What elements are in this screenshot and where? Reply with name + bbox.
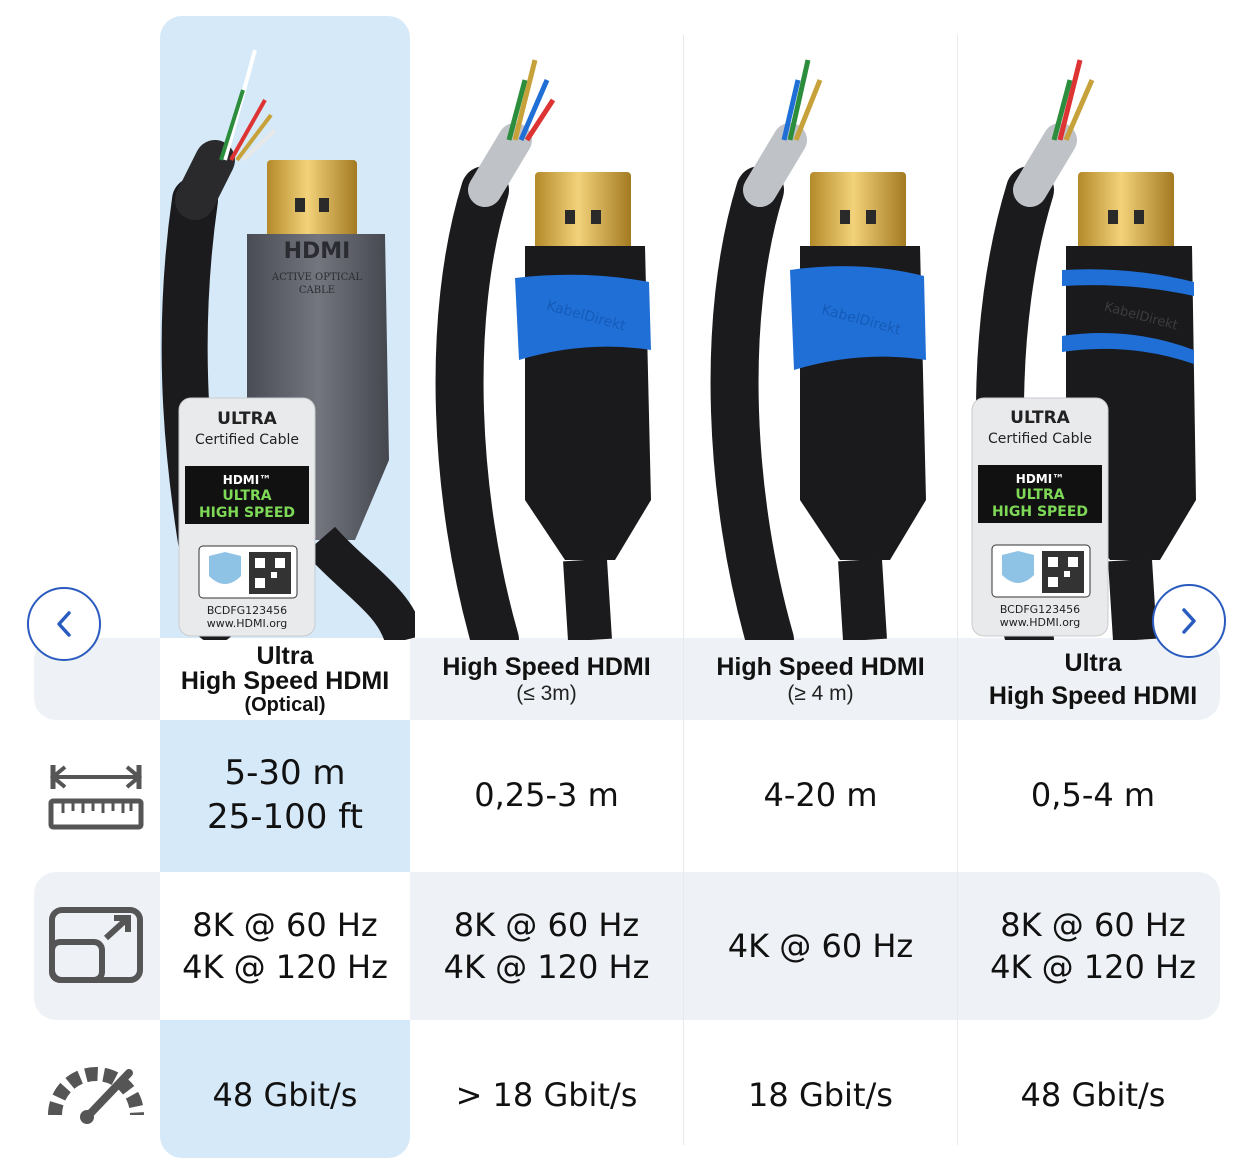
column-title-line2: High Speed HDMI — [180, 667, 390, 695]
resolution-value-high-speed-short: 8K @ 60 Hz 4K @ 120 Hz — [443, 906, 650, 986]
product-image-ultra: KabelDirekt ULTRA Certified Cable HDMI™ … — [960, 20, 1220, 640]
column-header-high-speed-long: High Speed HDMI (≥ 4 m) — [684, 642, 957, 718]
resolution-value-ultra: 8K @ 60 Hz 4K @ 120 Hz — [990, 906, 1196, 986]
certification-badge: ULTRA Certified Cable HDMI™ ULTRA HIGH S… — [971, 397, 1109, 637]
length-value-high-speed-short: 0,25-3 m — [474, 776, 619, 814]
resolution-value-high-speed-long: 4K @ 60 Hz — [727, 927, 914, 965]
svg-text:HDMI™: HDMI™ — [1016, 472, 1064, 486]
svg-text:Certified Cable: Certified Cable — [195, 432, 299, 448]
speedometer-icon — [46, 1040, 146, 1150]
bandwidth-value-ultra: 48 Gbit/s — [1020, 1076, 1166, 1114]
certification-badge: ULTRA Certified Cable HDMI™ ULTRA HIGH S… — [178, 397, 316, 637]
svg-text:ULTRA: ULTRA — [217, 409, 278, 429]
length-value-ultra: 0,5-4 m — [1030, 776, 1156, 814]
svg-text:BCDFG123456: BCDFG123456 — [1000, 603, 1080, 616]
column-divider — [683, 35, 684, 1145]
column-title: High Speed HDMI — [442, 652, 651, 681]
bandwidth-value-high-speed-long: 18 Gbit/s — [748, 1076, 893, 1114]
ruler-length-icon — [46, 740, 146, 850]
svg-text:HDMI™: HDMI™ — [223, 473, 271, 487]
highlight-resolution-cell — [160, 872, 410, 1020]
resolution-value-optical: 8K @ 60 Hz 4K @ 120 Hz — [182, 906, 388, 986]
svg-text:ULTRA: ULTRA — [1010, 408, 1071, 428]
product-image-high-speed-long: KabelDirekt — [690, 20, 950, 640]
highlight-header-cell — [160, 638, 410, 720]
bandwidth-value-high-speed-short: > 18 Gbit/s — [455, 1076, 638, 1114]
svg-text:www.HDMI.org: www.HDMI.org — [1000, 616, 1081, 629]
column-header-ultra: Ultra High Speed HDMI — [958, 642, 1228, 718]
svg-text:BCDFG123456: BCDFG123456 — [207, 604, 287, 617]
column-title: Ultra — [256, 642, 314, 670]
length-value-high-speed-long: 4-20 m — [763, 776, 878, 814]
chevron-left-icon — [57, 611, 71, 637]
svg-text:HIGH SPEED: HIGH SPEED — [992, 504, 1088, 520]
svg-text:www.HDMI.org: www.HDMI.org — [207, 617, 288, 630]
column-title: High Speed HDMI — [716, 652, 925, 681]
chevron-right-icon — [1182, 608, 1196, 634]
column-header-high-speed-short: High Speed HDMI (≤ 3m) — [410, 642, 683, 718]
svg-text:ACTIVE OPTICAL: ACTIVE OPTICAL — [271, 272, 363, 283]
carousel-prev-button[interactable] — [27, 587, 101, 661]
column-subtitle: (Optical) — [244, 694, 326, 716]
product-image-optical: HDMI ACTIVE OPTICAL CABLE ULTRA Certifie… — [155, 20, 415, 640]
column-title-line2: High Speed HDMI — [988, 682, 1198, 710]
screen-resolution-icon — [46, 890, 146, 1000]
column-header-optical: Ultra High Speed HDMI (Optical) — [160, 642, 410, 718]
svg-text:ULTRA: ULTRA — [1015, 487, 1064, 503]
column-subtitle: (≥ 4 m) — [787, 681, 854, 705]
connector-logo-text: HDMI — [284, 239, 351, 264]
product-image-high-speed-short: KabelDirekt — [415, 20, 675, 640]
column-title: Ultra — [1064, 649, 1122, 677]
column-subtitle: (≤ 3m) — [516, 681, 577, 705]
svg-text:ULTRA: ULTRA — [222, 488, 271, 504]
svg-text:CABLE: CABLE — [299, 285, 335, 296]
carousel-next-button[interactable] — [1152, 584, 1226, 658]
svg-text:HIGH SPEED: HIGH SPEED — [199, 505, 295, 521]
column-divider — [957, 35, 958, 1145]
length-value-optical: 5-30 m 25-100 ft — [207, 753, 363, 837]
bandwidth-value-optical: 48 Gbit/s — [212, 1076, 358, 1114]
svg-text:Certified Cable: Certified Cable — [988, 431, 1092, 447]
